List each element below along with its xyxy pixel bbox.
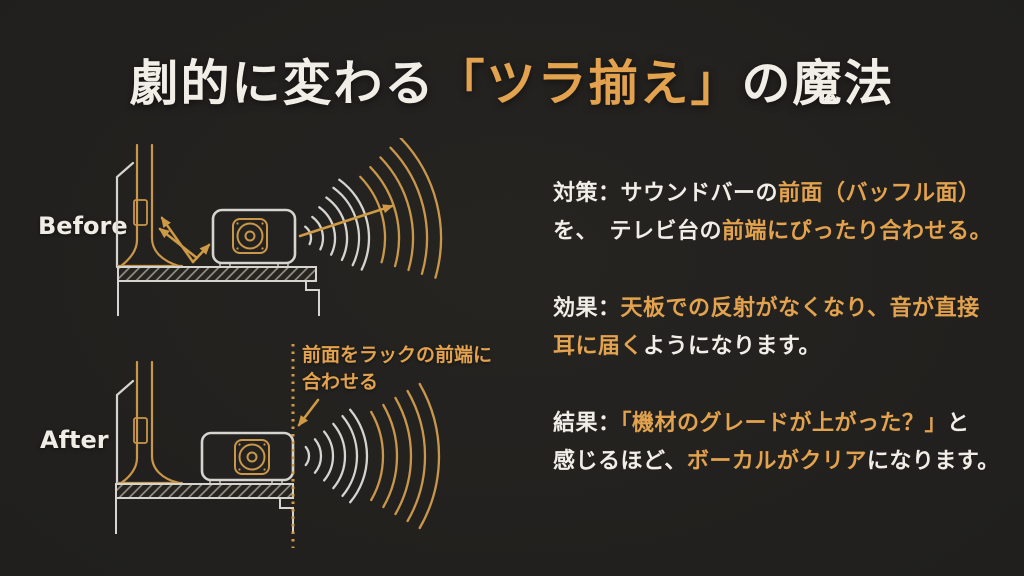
text-segment: と [947, 411, 970, 436]
tv-illustration [115, 360, 184, 485]
alignment-annotation: 前面をラックの前端に 合わせる [302, 342, 492, 396]
page-title: 劇的に変わる「ツラ揃え」の魔法 [0, 44, 1024, 115]
before-diagram [115, 138, 443, 316]
sound-wave-arcs [304, 138, 443, 279]
speaker-driver-icon [232, 218, 268, 254]
after-label: After [40, 426, 109, 454]
title-accent-segment: 「ツラ揃え」 [435, 55, 742, 112]
text-segment: 天板での反射がなくなり、音が直接 [620, 296, 980, 321]
text-line: 効果：天板での反射がなくなり、音が直接 [553, 290, 1018, 328]
tv-stand-illustration [115, 483, 294, 534]
explanation-panel: 対策：サウンドバーの前面（バッフル面） を、 テレビ台の前端にぴったり合わせる。… [553, 175, 1018, 520]
text-segment: 対策：サウンドバーの [553, 181, 779, 206]
text-segment: 「機材のグレードが上がった？」 [620, 411, 948, 436]
effect-paragraph: 効果：天板での反射がなくなり、音が直接 耳に届くようになります。 [553, 290, 1018, 366]
annotation-line: 前面をラックの前端に [302, 344, 493, 366]
after-diagram [115, 344, 441, 548]
text-segment: 効果： [553, 296, 621, 321]
text-segment: 前端にぴったり合わせる。 [722, 219, 993, 244]
soundbar-illustration [211, 208, 297, 268]
title-segment: 劇的に変わる [129, 55, 436, 112]
before-label: Before [38, 212, 128, 240]
sound-wave-arcs [304, 382, 441, 530]
text-segment: ボーカルがクリア [686, 449, 867, 474]
reflection-arrows [158, 216, 211, 264]
text-segment: 感じるほど、 [553, 449, 687, 474]
text-segment: 耳に届く [553, 334, 644, 359]
result-paragraph: 結果：「機材のグレードが上がった？」と 感じるほど、ボーカルがクリアになります。 [553, 405, 1018, 481]
text-line: を、 テレビ台の前端にぴったり合わせる。 [553, 213, 1018, 251]
text-segment: 前面（バッフル面） [778, 181, 981, 206]
alignment-arrow [297, 398, 320, 427]
title-segment: の魔法 [741, 55, 895, 112]
countermeasure-paragraph: 対策：サウンドバーの前面（バッフル面） を、 テレビ台の前端にぴったり合わせる。 [553, 175, 1018, 251]
tv-stand-illustration [117, 266, 320, 316]
text-segment: になります。 [866, 449, 1000, 474]
direct-sound-arrow [298, 204, 394, 238]
text-segment: ようになります。 [643, 334, 821, 359]
text-line: 感じるほど、ボーカルがクリアになります。 [553, 443, 1018, 481]
annotation-line: 合わせる [302, 371, 379, 393]
text-segment: 結果： [553, 411, 621, 436]
text-line: 対策：サウンドバーの前面（バッフル面） [553, 175, 1018, 213]
text-line: 耳に届くようになります。 [553, 328, 1018, 366]
speaker-driver-icon [234, 439, 270, 475]
tv-illustration [115, 143, 184, 269]
text-line: 結果：「機材のグレードが上がった？」と [553, 405, 1018, 443]
text-segment: を、 テレビ台の [553, 219, 723, 244]
soundbar-illustration [200, 431, 295, 485]
